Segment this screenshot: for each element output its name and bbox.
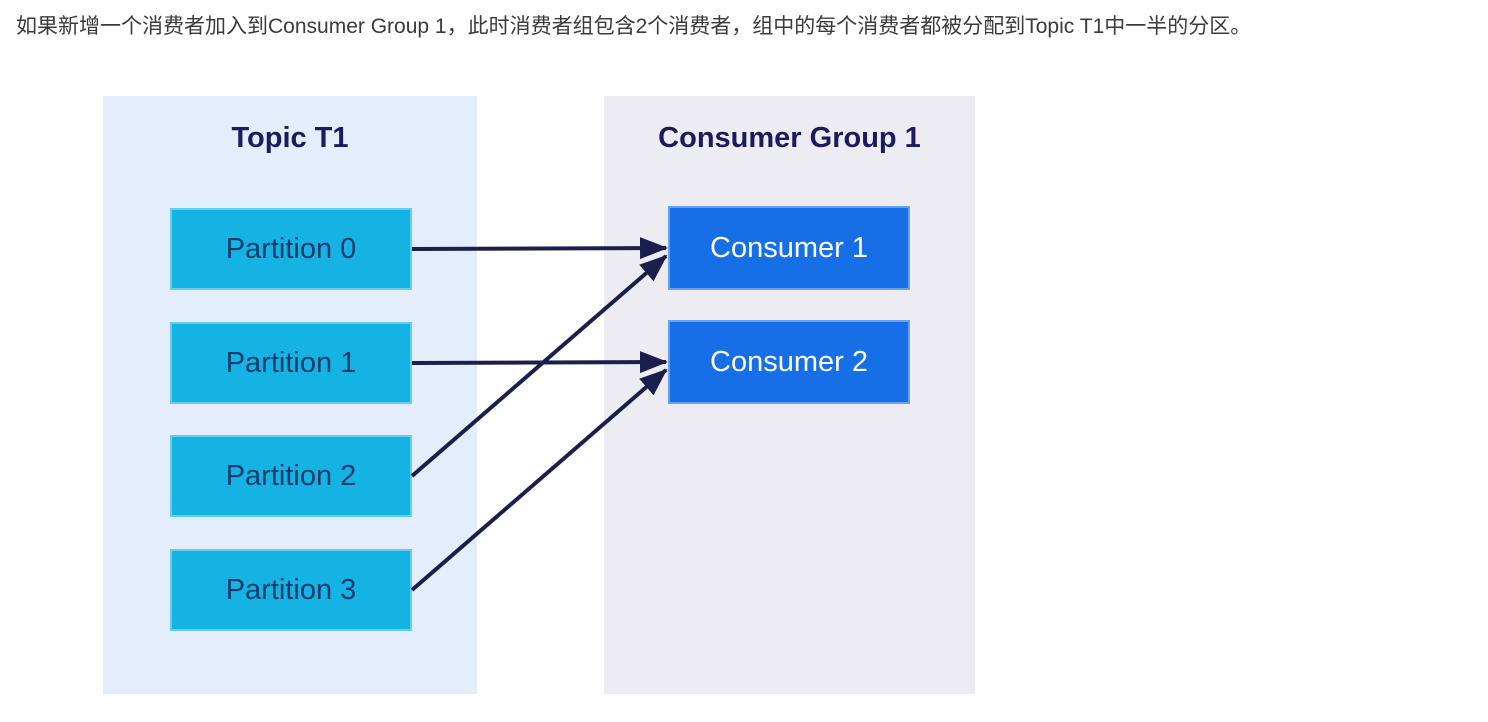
consumer-2-box: Consumer 2 [668,320,910,404]
partition-2-box: Partition 2 [170,435,412,517]
caption-text: 如果新增一个消费者加入到Consumer Group 1，此时消费者组包含2个消… [16,15,1252,38]
partition-3-box: Partition 3 [170,549,412,631]
consumer-group-panel: Consumer Group 1 Consumer 1 Consumer 2 [604,96,975,694]
topic-panel-title: Topic T1 [231,122,349,154]
partition-1-box: Partition 1 [170,322,412,404]
consumer-1-box: Consumer 1 [668,206,910,290]
consumer-group-title: Consumer Group 1 [658,122,921,154]
topic-panel: Topic T1 Partition 0 Partition 1 Partiti… [103,96,477,694]
partition-0-box: Partition 0 [170,208,412,290]
